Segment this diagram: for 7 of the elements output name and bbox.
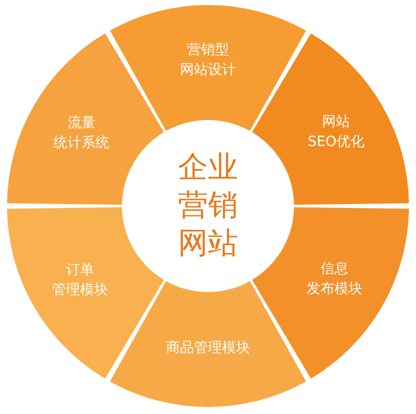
segment-label: 商品管理模块 (165, 339, 251, 358)
segment-label: 订单管理模块 (50, 261, 109, 300)
segment-label: 流量统计系统 (52, 114, 111, 153)
center-title: 企业营销网站 (177, 149, 239, 263)
segment-label: 信息发布模块 (305, 260, 364, 299)
segment-label: 营销型网站设计 (179, 41, 237, 80)
segment-label: 网站SEO优化 (306, 113, 366, 152)
